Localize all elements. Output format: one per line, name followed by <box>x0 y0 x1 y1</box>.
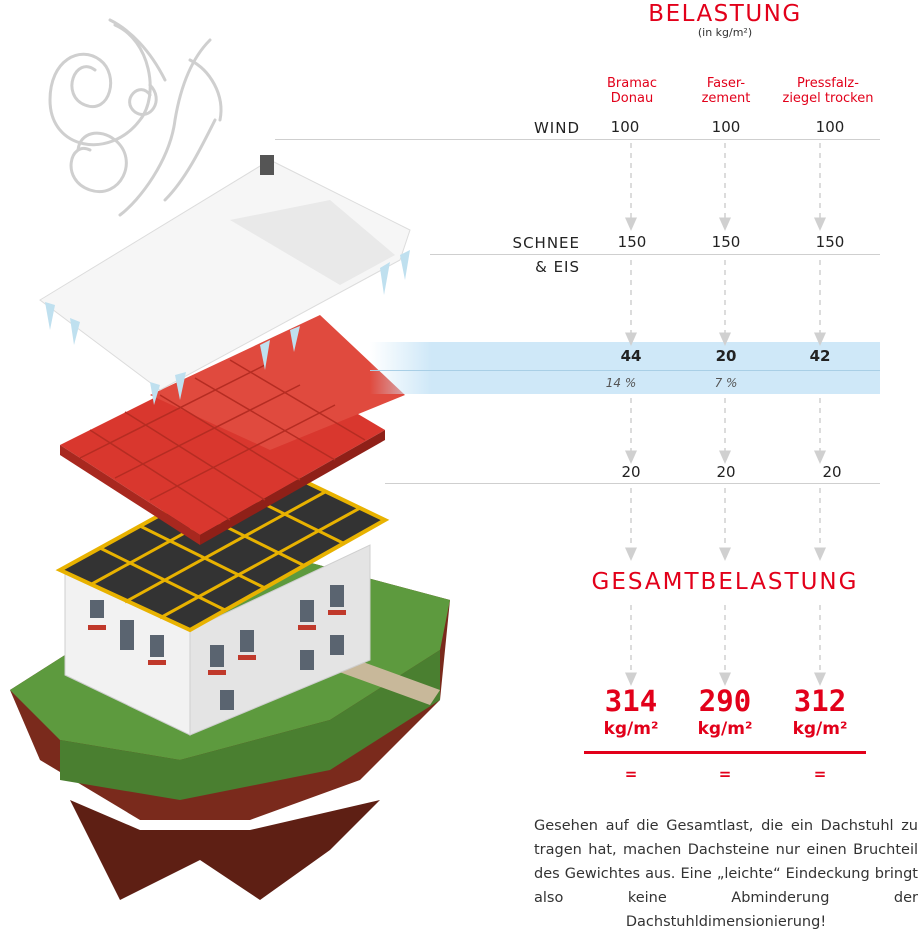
structure-value-1: 20 <box>621 463 641 481</box>
equals-1: = <box>624 765 638 783</box>
roof-framing <box>55 457 390 633</box>
roofing-band-divider <box>370 370 880 371</box>
house-illustration <box>10 18 450 900</box>
snow-value-1: 150 <box>617 233 647 251</box>
row-label-wind: WIND <box>533 119 580 137</box>
wind-value-3: 100 <box>815 118 845 136</box>
explanation-paragraph: Gesehen auf die Gesamtlast, die ein Dach… <box>534 818 918 930</box>
total-title: GESAMTBELASTUNG <box>591 569 859 595</box>
total-underline <box>584 751 866 754</box>
row-label-snow: SCHNEE& EIS <box>512 234 580 276</box>
wind-value-1: 100 <box>610 118 640 136</box>
wind-swirl-icon <box>48 18 223 217</box>
total-unit-1: kg/m² <box>603 719 659 739</box>
structure-value-2: 20 <box>716 463 736 481</box>
snow-value-2: 150 <box>711 233 741 251</box>
unit-label: (in kg/m²) <box>697 26 753 39</box>
roofing-value-1: 44 <box>620 347 642 365</box>
tile-roof <box>60 315 405 545</box>
roofing-value-3: 42 <box>809 347 831 365</box>
total-unit-2: kg/m² <box>697 719 753 739</box>
total-unit-3: kg/m² <box>792 719 848 739</box>
column-header-faserzement: Faser-zement <box>701 76 751 106</box>
page-title: BELASTUNG <box>648 1 802 27</box>
equals-2: = <box>718 765 732 783</box>
wind-row-line <box>275 139 880 140</box>
roofing-percent-2: 7 % <box>714 376 738 390</box>
total-value-2: 290 <box>698 684 752 718</box>
structure-row-line <box>385 483 880 484</box>
snow-row-line <box>430 254 880 255</box>
roofing-value-2: 20 <box>715 347 737 365</box>
wind-value-2: 100 <box>711 118 741 136</box>
roofing-highlight-band <box>370 342 880 394</box>
snow-layer <box>39 155 411 405</box>
snow-value-3: 150 <box>815 233 845 251</box>
column-header-pressfalzziegel: Pressfalz-ziegel trocken <box>782 76 874 106</box>
total-value-1: 314 <box>604 684 658 718</box>
equals-3: = <box>813 765 827 783</box>
roofing-percent-1: 14 % <box>605 376 637 390</box>
total-value-3: 312 <box>793 684 847 718</box>
structure-value-3: 20 <box>822 463 842 481</box>
